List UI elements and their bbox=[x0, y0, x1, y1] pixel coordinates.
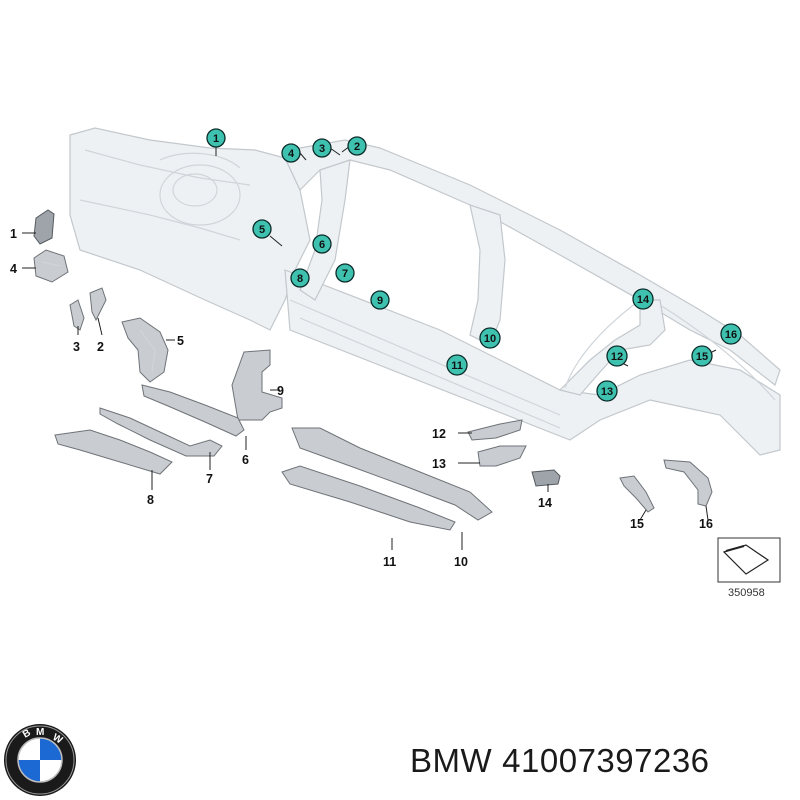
part-label-13: 13 bbox=[432, 457, 446, 471]
callout-3: 3 bbox=[312, 138, 332, 158]
callout-4: 4 bbox=[281, 143, 301, 163]
svg-text:8: 8 bbox=[297, 273, 303, 285]
part-label-1: 1 bbox=[10, 227, 17, 241]
part-6-shape bbox=[141, 384, 245, 437]
part-14-shape bbox=[531, 469, 561, 487]
callout-12: 12 bbox=[606, 345, 628, 367]
part-12-shape bbox=[467, 419, 523, 441]
reference-number: 350958 bbox=[728, 587, 765, 599]
part-13-shape bbox=[477, 445, 527, 467]
svg-text:16: 16 bbox=[725, 329, 737, 341]
part-label-7: 7 bbox=[206, 472, 213, 486]
part-label-12: 12 bbox=[432, 427, 446, 441]
callout-5: 5 bbox=[252, 219, 272, 239]
callout-15: 15 bbox=[691, 345, 713, 367]
callout-7: 7 bbox=[335, 263, 355, 283]
part-label-9: 9 bbox=[277, 384, 284, 398]
svg-text:B: B bbox=[21, 727, 33, 740]
svg-text:1: 1 bbox=[213, 133, 219, 145]
part-number: 41007397236 bbox=[502, 742, 710, 779]
svg-text:3: 3 bbox=[319, 143, 325, 155]
part-8-shape bbox=[54, 429, 173, 475]
svg-text:5: 5 bbox=[259, 224, 265, 236]
part-10-shape bbox=[291, 427, 493, 521]
callout-8: 8 bbox=[290, 268, 310, 288]
svg-text:M: M bbox=[36, 727, 44, 738]
callout-2: 2 bbox=[347, 136, 367, 156]
svg-text:4: 4 bbox=[288, 148, 295, 160]
part-label-15: 15 bbox=[630, 517, 644, 531]
part-16-shape bbox=[663, 459, 713, 507]
part-label-2: 2 bbox=[97, 340, 104, 354]
part-label-3: 3 bbox=[73, 340, 80, 354]
part-label-4: 4 bbox=[10, 262, 17, 276]
part-label-16: 16 bbox=[699, 517, 713, 531]
svg-text:15: 15 bbox=[696, 351, 708, 363]
part-label-10: 10 bbox=[454, 555, 468, 569]
svg-text:14: 14 bbox=[637, 294, 650, 306]
part-label-8: 8 bbox=[147, 493, 154, 507]
part-9-shape bbox=[231, 349, 283, 421]
callout-13: 13 bbox=[596, 380, 618, 402]
callout-10: 10 bbox=[479, 327, 501, 349]
part-15-shape bbox=[619, 475, 655, 513]
part-7-shape bbox=[99, 407, 223, 457]
callout-11: 11 bbox=[446, 354, 468, 376]
callout-1: 1 bbox=[206, 128, 226, 148]
reference-box bbox=[717, 537, 781, 583]
bmw-logo: B M W bbox=[4, 724, 76, 796]
part-3-shape bbox=[69, 299, 85, 331]
svg-text:2: 2 bbox=[354, 141, 360, 153]
callout-16: 16 bbox=[720, 323, 742, 345]
part-2-shape bbox=[89, 287, 107, 322]
brand-name: BMW bbox=[410, 742, 493, 779]
svg-text:11: 11 bbox=[451, 360, 463, 372]
part-5-shape bbox=[121, 317, 169, 383]
body-side-frame bbox=[69, 127, 781, 456]
callout-9: 9 bbox=[370, 290, 390, 310]
svg-text:9: 9 bbox=[377, 295, 383, 307]
svg-text:10: 10 bbox=[484, 333, 496, 345]
part-label-11: 11 bbox=[383, 555, 396, 569]
part-4-shape bbox=[33, 249, 69, 283]
part-label-6: 6 bbox=[242, 453, 249, 467]
svg-text:12: 12 bbox=[611, 351, 623, 363]
part-label-5: 5 bbox=[177, 334, 184, 348]
part-label-14: 14 bbox=[538, 496, 552, 510]
svg-text:7: 7 bbox=[342, 268, 348, 280]
callout-6: 6 bbox=[312, 234, 332, 254]
svg-text:6: 6 bbox=[319, 239, 325, 251]
svg-text:13: 13 bbox=[601, 386, 613, 398]
part-1-shape bbox=[33, 209, 55, 245]
part-11-shape bbox=[281, 465, 456, 531]
callout-14: 14 bbox=[632, 288, 654, 310]
